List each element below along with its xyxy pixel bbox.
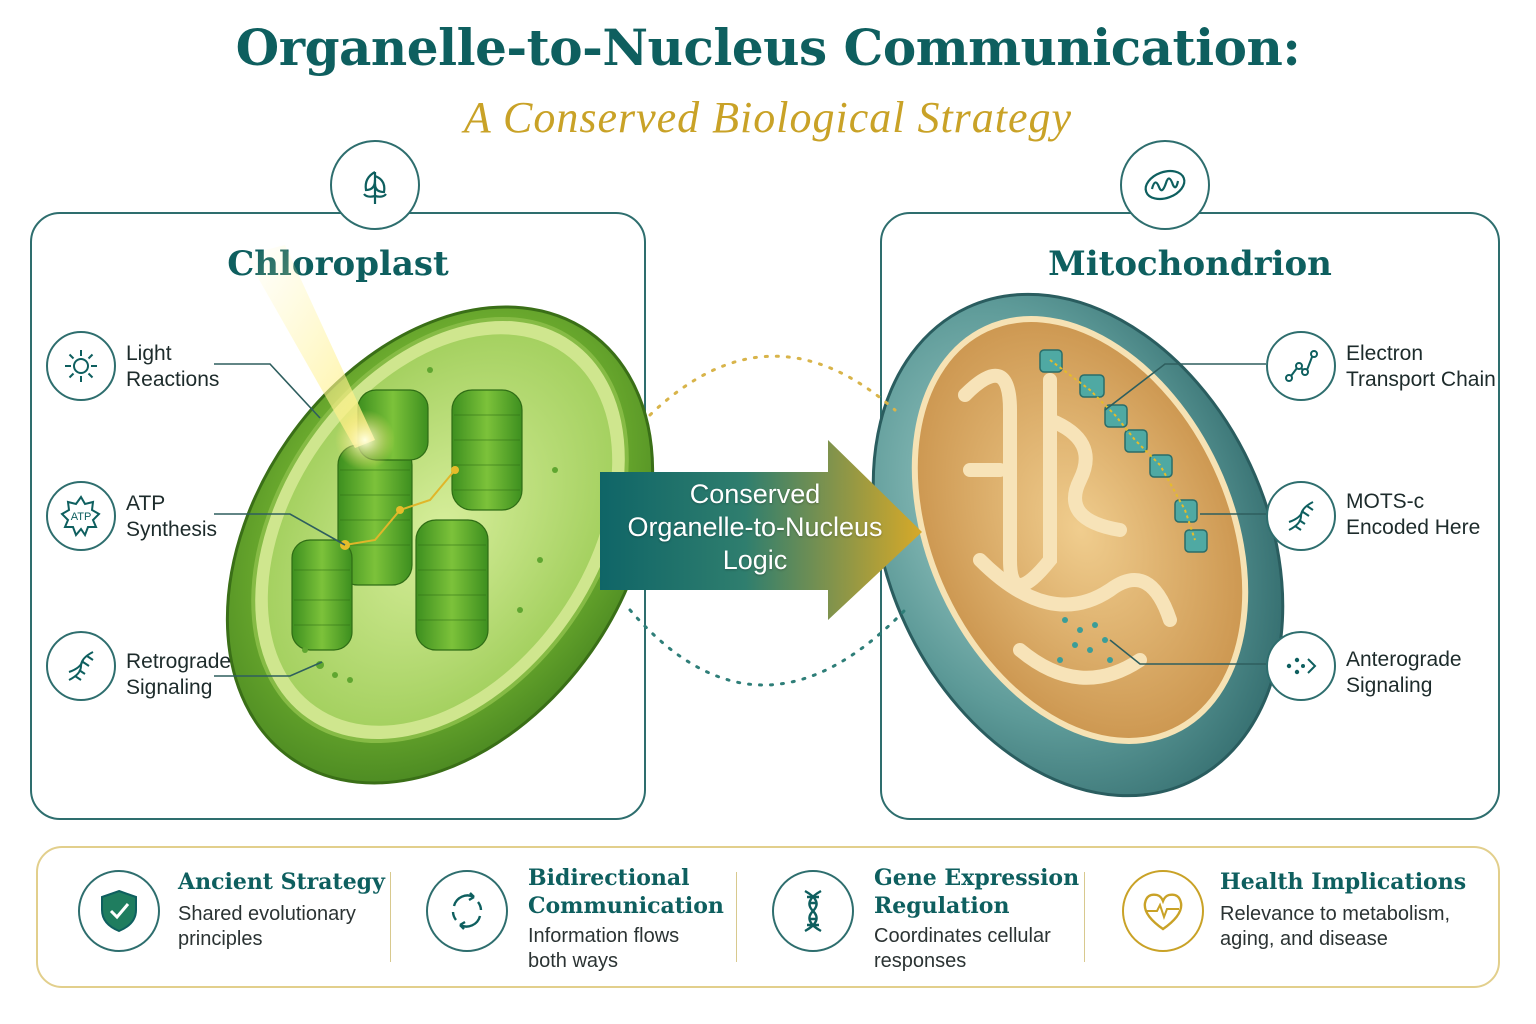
conserved-logic-label: Conserved Organelle-to-Nucleus Logic	[627, 479, 883, 575]
ancient-strategy-heading: Ancient Strategy	[178, 869, 385, 895]
dna-icon	[772, 870, 854, 952]
dna-icon	[1266, 481, 1336, 551]
health-implications-heading: Health Implications	[1220, 869, 1467, 895]
chloroplast-illustration	[225, 245, 655, 785]
network-icon	[1266, 331, 1336, 401]
heart-pulse-icon	[1122, 870, 1204, 952]
sun-icon	[46, 331, 116, 401]
mitochondrion-illustration	[871, 292, 1285, 798]
atp-icon: ATP	[46, 481, 116, 551]
dots-arrow-icon	[1266, 631, 1336, 701]
conserved-logic-arrow	[600, 440, 922, 620]
svg-text:ATP: ATP	[71, 511, 92, 523]
health-implications-card: Health Implications Relevance to metabol…	[1084, 848, 1498, 986]
health-implications-text: Relevance to metabolism,aging, and disea…	[1220, 903, 1451, 950]
dna-icon	[46, 631, 116, 701]
divider	[390, 872, 391, 962]
divider	[736, 872, 737, 962]
page-title: Organelle-to-Nucleus Communication:	[235, 18, 1301, 77]
cycle-arrows-icon	[426, 870, 508, 952]
page-subtitle: A Conserved Biological Strategy	[463, 93, 1073, 142]
leaf-icon	[330, 140, 420, 230]
mitochondrion-title: Mitochondrion	[1048, 244, 1332, 284]
mitochondrion-icon	[1120, 140, 1210, 230]
shield-check-icon	[78, 870, 160, 952]
divider	[1084, 872, 1085, 962]
